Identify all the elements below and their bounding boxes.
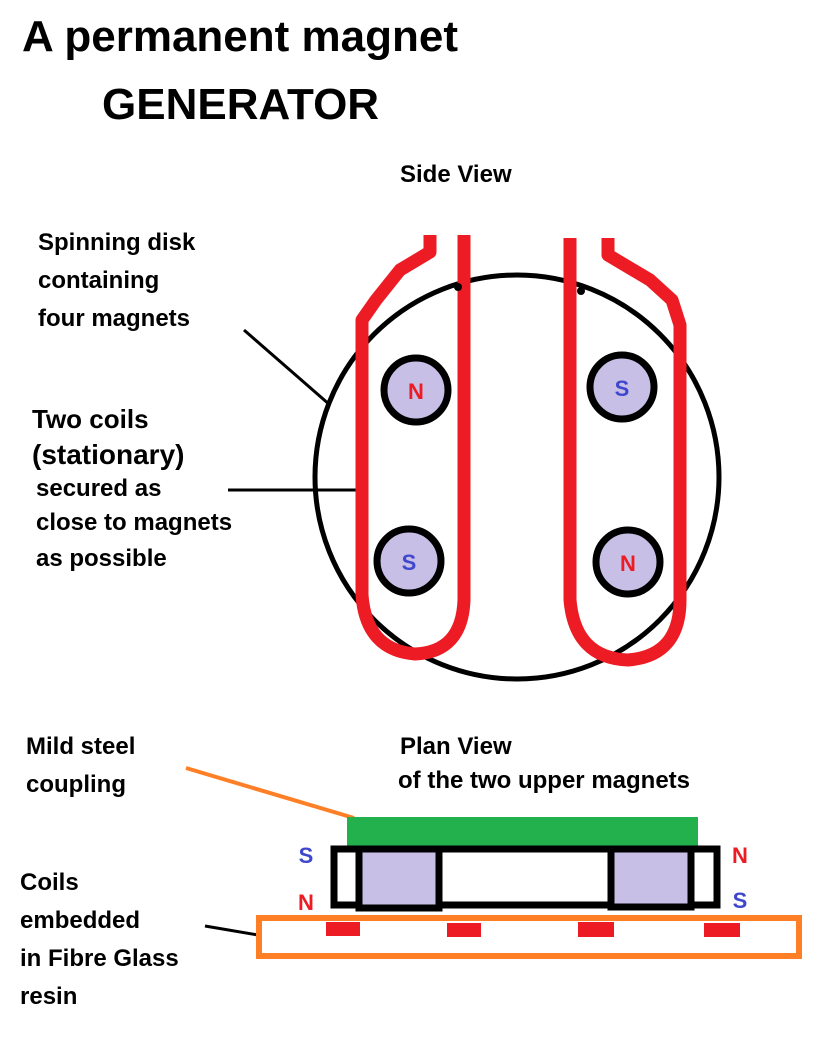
coils-label-line: as possible bbox=[36, 545, 167, 572]
coils-label-line: secured as bbox=[36, 475, 162, 502]
embedded-coil bbox=[447, 923, 481, 937]
title-line-2: GENERATOR bbox=[102, 80, 380, 129]
plan-magnet-right bbox=[607, 845, 695, 911]
resin-label-line: Coils bbox=[20, 869, 79, 896]
magnet-pole-label: S bbox=[402, 550, 417, 575]
resin-label-line: resin bbox=[20, 983, 78, 1010]
plan-view-heading-1: Plan View bbox=[400, 733, 512, 760]
magnet-pole-label: N bbox=[620, 551, 636, 576]
left-pole-bottom: N bbox=[298, 890, 314, 915]
coupling-leader-line bbox=[185, 766, 355, 820]
disk-leader-line bbox=[243, 328, 331, 407]
magnet-lower-left: S bbox=[373, 525, 445, 597]
side-view-heading: Side View bbox=[400, 161, 512, 188]
magnet-upper-right: S bbox=[586, 351, 658, 423]
resin-label-line: embedded bbox=[20, 907, 141, 934]
plan-magnet-left bbox=[355, 845, 443, 912]
embedded-coil bbox=[578, 922, 614, 937]
magnet-upper-left: N bbox=[380, 354, 452, 426]
disk-label-line: Spinning disk bbox=[38, 229, 196, 256]
resin-leader-line bbox=[204, 924, 259, 937]
coils-label-line: Two coils bbox=[32, 404, 149, 434]
coils-label-line: (stationary) bbox=[32, 439, 185, 470]
disk-label-line: containing bbox=[38, 267, 160, 294]
right-pole-top: N bbox=[732, 843, 748, 868]
right-pole-bottom: S bbox=[733, 888, 748, 913]
coil-terminal-dot bbox=[454, 283, 462, 291]
disk-plan-outline bbox=[330, 845, 721, 909]
spinning-disk bbox=[312, 272, 722, 682]
magnet-pole-label: S bbox=[615, 376, 630, 401]
magnet-lower-right: N bbox=[592, 526, 664, 598]
magnet-pole-label: N bbox=[408, 379, 424, 404]
coupling-label-line: coupling bbox=[26, 771, 126, 798]
right-coil bbox=[563, 238, 687, 667]
title-line-1: A permanent magnet bbox=[22, 12, 459, 61]
coupling-label-line: Mild steel bbox=[26, 733, 136, 760]
resin-label-line: in Fibre Glass bbox=[20, 945, 179, 972]
embedded-coil bbox=[326, 922, 360, 936]
fibre-glass-resin bbox=[256, 915, 802, 959]
coil-terminal-dot bbox=[577, 287, 585, 295]
left-pole-top: S bbox=[299, 843, 314, 868]
mild-steel-coupling bbox=[347, 817, 698, 846]
coils-label-line: close to magnets bbox=[36, 509, 233, 536]
plan-view-heading-2: of the two upper magnets bbox=[398, 767, 691, 794]
embedded-coil bbox=[704, 923, 740, 937]
left-coil bbox=[355, 235, 471, 661]
disk-label-line: four magnets bbox=[38, 305, 191, 332]
